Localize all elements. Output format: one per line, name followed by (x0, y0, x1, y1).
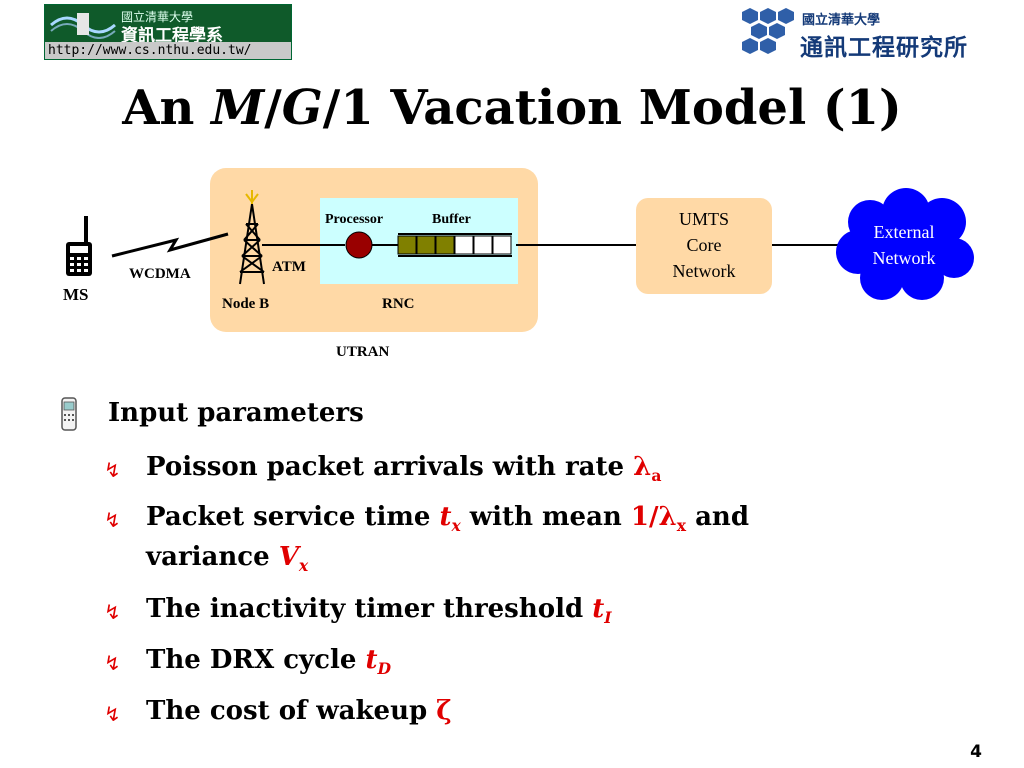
variance-text: variance (146, 542, 279, 572)
lambda-symbol: λ (633, 452, 652, 482)
label-rnc: RNC (382, 296, 415, 312)
label-ms: MS (63, 285, 89, 304)
bullet-service-time: Packet service time tx with mean 1/λx an… (146, 502, 749, 535)
service-text-2: with mean (460, 502, 631, 532)
mobile-phone-icon (66, 216, 92, 276)
service-text-1: Packet service time (146, 502, 440, 532)
left-logo-university: 國立清華大學 (121, 10, 194, 24)
title-slash1: / (264, 80, 282, 136)
umts-line-3: Network (672, 261, 736, 281)
tx-symbol: t (439, 502, 452, 532)
bullet-wakeup-cost: The cost of wakeup ζ (146, 696, 452, 726)
mean-symbol: 1/λ (630, 502, 677, 532)
cloud-icon (836, 188, 974, 300)
umts-core-box (636, 198, 772, 294)
arrow-bullet-icon: ↯ (104, 651, 121, 675)
td-symbol: t (365, 645, 378, 675)
lambda-sub: a (651, 466, 662, 486)
arrow-bullet-icon: ↯ (104, 702, 121, 726)
drx-text: The DRX cycle (146, 645, 366, 675)
arrow-bullet-icon: ↯ (104, 600, 121, 624)
network-diagram (66, 168, 974, 332)
slide-title: An M/G/1 Vacation Model (1) (0, 80, 1024, 136)
vx-symbol: V (278, 542, 299, 572)
label-atm: ATM (272, 259, 306, 275)
vx-sub: x (298, 556, 309, 576)
title-post: 1 Vacation Model (1) (340, 80, 902, 136)
poisson-text: Poisson packet arrivals with rate (146, 452, 634, 482)
umts-line-2: Core (686, 235, 722, 255)
nthu-emblem-icon (50, 13, 116, 39)
external-line-2: Network (872, 248, 936, 268)
right-logo-institute: 通訊工程研究所 (800, 35, 968, 61)
hexagon-logo-icon (742, 8, 794, 54)
ti-symbol: t (592, 594, 605, 624)
left-logo-url: http://www.cs.nthu.edu.tw/ (45, 42, 291, 59)
title-g: G (281, 80, 323, 136)
antenna-tower-icon (239, 190, 265, 285)
service-text-3: and (686, 502, 749, 532)
zeta-symbol: ζ (436, 696, 452, 726)
nthu-cs-logo: 國立清華大學 資訊工程學系 http://www.cs.nthu.edu.tw/ (44, 4, 292, 60)
left-logo-department: 資訊工程學系 (121, 26, 223, 46)
buffer-queue (397, 233, 512, 257)
title-slash2: / (322, 80, 341, 136)
inactivity-text: The inactivity timer threshold (146, 594, 593, 624)
bullet-inactivity-timer: The inactivity timer threshold tI (146, 594, 612, 627)
umts-line-1: UMTS (678, 209, 729, 229)
td-sub: D (377, 659, 392, 679)
arrow-bullet-icon: ↯ (104, 508, 121, 532)
wakeup-text: The cost of wakeup (146, 696, 437, 726)
arrow-bullet-icon: ↯ (104, 458, 121, 482)
label-processor: Processor (325, 212, 384, 227)
label-buffer: Buffer (432, 212, 471, 227)
title-m: M (211, 80, 265, 136)
bullet-poisson: Poisson packet arrivals with rate λa (146, 452, 661, 485)
bullet-input-parameters: Input parameters (108, 398, 364, 428)
bullet-drx-cycle: The DRX cycle tD (146, 645, 391, 678)
title-pre: An (122, 80, 212, 136)
page-number: 4 (970, 742, 982, 762)
tx-sub: x (451, 516, 461, 536)
label-node-b: Node B (222, 296, 270, 312)
mean-sub: x (676, 516, 687, 536)
phone-bullet-icon (61, 397, 77, 431)
external-network-label: External Network (846, 219, 962, 271)
ti-sub: I (604, 608, 612, 628)
processor-circle (345, 231, 373, 259)
bullet-variance: variance Vx (146, 542, 308, 575)
label-wcdma: WCDMA (129, 266, 191, 282)
label-utran: UTRAN (336, 344, 390, 360)
right-logo-university: 國立清華大學 (802, 13, 881, 28)
external-line-1: External (873, 222, 935, 242)
umts-core-label: UMTS Core Network (636, 206, 772, 284)
lightning-icon (111, 232, 229, 258)
